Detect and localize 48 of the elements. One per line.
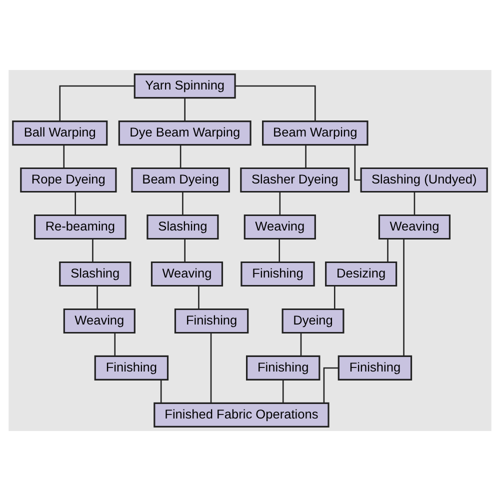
connector [279,191,281,214]
node-box: Weaving [244,214,316,240]
node-box: Beam Dyeing [131,166,230,192]
node-box: Dyeing [282,308,344,334]
connector [180,144,182,168]
connector [278,238,280,262]
node-box: Finishing [338,354,412,380]
connector [63,144,65,168]
node-box: Slasher Dyeing [240,166,350,192]
connector [354,144,361,180]
connector [403,238,404,356]
node-box: Beam Warping [262,120,368,146]
connector [114,332,116,356]
connector [300,332,302,356]
node-box: Slashing [146,214,219,240]
connector [198,285,200,308]
connector [182,191,184,214]
connector [74,191,76,214]
connector [92,238,94,262]
connector [235,84,316,121]
connector [160,379,162,402]
connector [184,97,186,120]
node-box: Weaving [63,308,136,334]
connector [414,191,416,214]
node-box: Finishing [94,354,169,380]
node-box: Finishing [174,308,249,334]
connector [323,366,338,403]
node-box: Yarn Spinning [134,72,236,98]
node-box: Finished Fabric Operations [154,402,330,428]
connector [59,84,134,121]
node-box: Finishing [240,260,315,286]
connector [282,379,284,402]
node-box: Re-beaming [34,214,126,240]
connector [184,238,186,262]
node-box: Slashing [59,260,132,286]
node-box: Dye Beam Warping [118,120,252,146]
node-box: Ball Warping [12,120,108,146]
node-box: Weaving [378,214,451,240]
node-box: Weaving [150,260,224,286]
connector [387,238,388,262]
node-box: Rope Dyeing [20,166,117,192]
connector [210,332,212,403]
connector [305,144,306,168]
connector [96,285,98,308]
connector [334,285,336,308]
node-box: Desizing [325,260,398,286]
node-box: Slashing (Undyed) [360,166,488,192]
node-box: Finishing [246,354,320,380]
